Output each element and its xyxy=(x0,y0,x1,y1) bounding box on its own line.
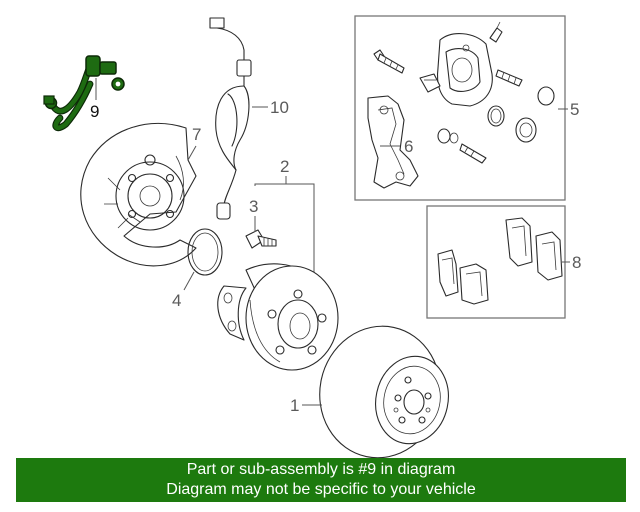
parts-diagram: 9 10 7 4 3 xyxy=(43,15,581,458)
part-4-o-ring[interactable] xyxy=(187,228,223,276)
part-6-mounting-bracket[interactable] xyxy=(367,95,419,189)
leader-7 xyxy=(187,145,197,161)
callout-7[interactable]: 7 xyxy=(192,125,201,144)
bracket-2 xyxy=(254,183,315,278)
callout-6[interactable]: 6 xyxy=(404,137,413,156)
part-8-brake-pads[interactable] xyxy=(437,217,563,305)
callout-10[interactable]: 10 xyxy=(270,98,289,117)
part-3-hub-bolt[interactable] xyxy=(245,229,277,249)
part-5-caliper-assembly[interactable] xyxy=(373,21,555,164)
callout-3[interactable]: 3 xyxy=(249,197,258,216)
callout-2[interactable]: 2 xyxy=(280,157,289,176)
callout-9[interactable]: 9 xyxy=(90,102,99,121)
callout-4[interactable]: 4 xyxy=(172,291,181,310)
caliper-assembly-box xyxy=(354,15,566,201)
banner-line-1: Part or sub-assembly is #9 in diagram xyxy=(186,461,456,478)
callout-1[interactable]: 1 xyxy=(290,396,299,415)
part-1-brake-rotor[interactable] xyxy=(308,315,457,458)
info-banner: Part or sub-assembly is #9 in diagram Di… xyxy=(16,458,626,502)
leader-4 xyxy=(183,271,195,291)
part-10-speed-sensor[interactable] xyxy=(209,17,252,220)
part-9-brake-hose[interactable] xyxy=(43,55,125,132)
callout-8[interactable]: 8 xyxy=(572,253,581,272)
callout-5[interactable]: 5 xyxy=(570,100,579,119)
part-2-hub-bearing[interactable] xyxy=(217,263,339,371)
banner-line-2: Diagram may not be specific to your vehi… xyxy=(166,481,476,498)
part-7-backing-plate[interactable] xyxy=(80,122,197,267)
